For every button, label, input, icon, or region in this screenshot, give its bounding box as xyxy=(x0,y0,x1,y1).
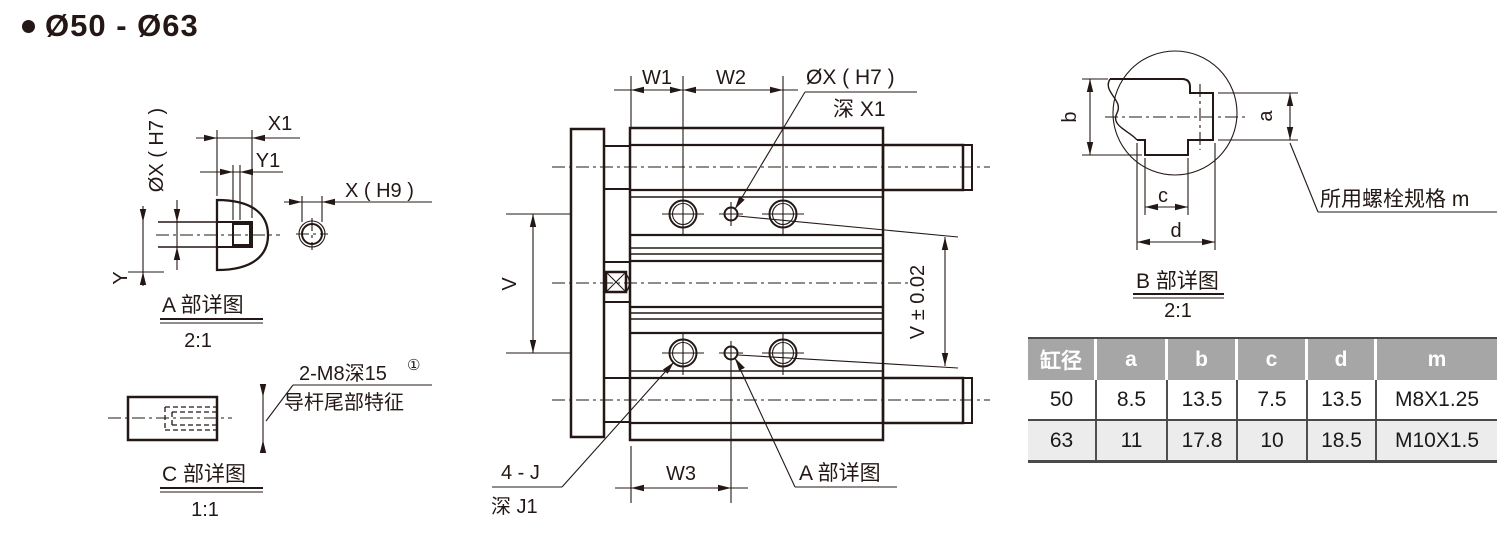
section-marker-box xyxy=(604,270,628,294)
detail-c-note-rodtail: 导杆尾部特征 xyxy=(284,391,404,414)
dim-c-label: c xyxy=(1158,185,1168,207)
detail-a-caption: A 部详图 xyxy=(162,294,244,317)
table-cell: 17.8 xyxy=(1168,421,1238,460)
dim-x1-label: X1 xyxy=(268,113,292,135)
table-cell: 13.5 xyxy=(1168,380,1238,419)
main-view: W1 W2 ØX ( H7 ) 深 X1 V V ± 0.02 xyxy=(491,66,990,518)
table-header-bore: 缸径 xyxy=(1028,339,1097,380)
table-cell: 8.5 xyxy=(1097,380,1168,419)
pin-holes xyxy=(719,202,743,361)
dim-dia-x-h7-label: ØX ( H7 ) xyxy=(146,108,168,192)
detail-b-caption: B 部详图 xyxy=(1136,270,1219,293)
detail-c-caption: C 部详图 xyxy=(162,463,246,486)
detail-b-scale: 2:1 xyxy=(1164,300,1192,322)
dim-a-label: a xyxy=(1255,110,1277,122)
dim-d-label: d xyxy=(1170,220,1181,242)
detail-a-scale: 2:1 xyxy=(184,330,212,352)
table-header-m: m xyxy=(1377,339,1497,380)
hole-note-j1-depth-label: 深 J1 xyxy=(491,495,538,518)
dim-w3-label: W3 xyxy=(666,463,696,485)
table-cell: 7.5 xyxy=(1238,380,1308,419)
bolt-spec-note-label: 所用螺栓规格 m xyxy=(1320,188,1469,211)
detail-c-scale: 1:1 xyxy=(191,499,219,521)
table-cell: 63 xyxy=(1028,421,1097,460)
dim-w2-label: W2 xyxy=(716,67,746,89)
hole-note-dia-label: ØX ( H7 ) xyxy=(806,66,895,89)
sensor-slot-profile xyxy=(1110,78,1214,156)
detail-c-note-thread: 2-M8深15 xyxy=(299,362,387,385)
table-header-row: 缸径 a b c d m xyxy=(1028,339,1497,380)
table-row: 50 8.5 13.5 7.5 13.5 M8X1.25 xyxy=(1028,380,1497,421)
hole-note-depth-label: 深 X1 xyxy=(833,98,886,121)
detail-b-circle xyxy=(1112,50,1238,176)
table-header-a: a xyxy=(1097,339,1168,380)
table-cell: 50 xyxy=(1028,380,1097,419)
table-header-d: d xyxy=(1308,339,1377,380)
table-row: 63 11 17.8 10 18.5 M10X1.5 xyxy=(1028,421,1497,460)
page-title: Ø50 - Ø63 xyxy=(22,8,199,44)
table-cell: 10 xyxy=(1238,421,1308,460)
hole-note-4j-label: 4 - J xyxy=(501,462,540,484)
dim-v-tolerance-label: V ± 0.02 xyxy=(907,265,929,339)
dim-b-label: b xyxy=(1059,111,1081,122)
dim-v-label: V xyxy=(499,277,521,291)
table-cell: M8X1.25 xyxy=(1394,387,1480,411)
detail-a-dome xyxy=(215,198,270,272)
detail-a-view: X1 Y1 ØX ( H7 ) Y xyxy=(110,108,432,352)
dim-w1-label: W1 xyxy=(642,67,672,89)
mounting-holes xyxy=(662,199,804,375)
table-header-b: b xyxy=(1168,339,1238,380)
detail-c-note-footnote-icon: ① xyxy=(407,357,420,374)
table-cell: 11 xyxy=(1097,421,1168,460)
table-cell: M10X1.5 xyxy=(1394,428,1480,452)
table-cell: 18.5 xyxy=(1308,421,1377,460)
detail-b-view: b a c d 所用螺栓规格 m xyxy=(1059,50,1497,322)
table-header-c: c xyxy=(1238,339,1308,380)
dimension-table: 缸径 a b c d m 50 8.5 13.5 7.5 13.5 M8X1.2… xyxy=(1028,337,1497,463)
dim-y1-label: Y1 xyxy=(256,150,280,172)
main-body xyxy=(628,126,885,442)
detail-c-view: 2-M8深15 ① 导杆尾部特征 C 部详图 1:1 xyxy=(108,357,432,521)
table-cell: 13.5 xyxy=(1308,380,1377,419)
detail-a-reference-label: A 部详图 xyxy=(799,462,881,485)
bullet-icon xyxy=(22,19,35,33)
dim-x-h9-label: X ( H9 ) xyxy=(345,180,414,202)
bore-size-title: Ø50 - Ø63 xyxy=(45,8,199,43)
dim-y-label: Y xyxy=(110,271,132,284)
